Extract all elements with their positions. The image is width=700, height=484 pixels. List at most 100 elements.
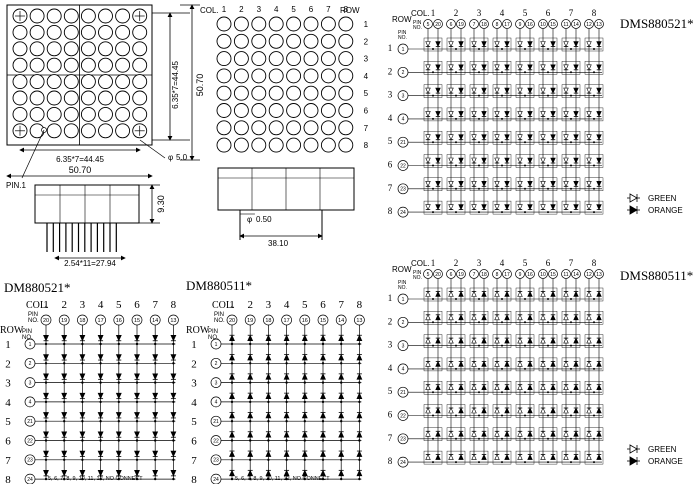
led-diode [494,204,500,211]
junction-dot [455,94,457,97]
led-diode [527,453,533,460]
led-diode [152,373,159,381]
led-diode [170,373,177,381]
cell-outline [469,37,489,52]
cell-outline [446,130,466,145]
col-number: 2 [239,5,244,14]
pin-number: 16 [302,318,308,324]
led-diode [517,430,523,437]
led-diode [596,41,602,48]
junction-dot [570,94,572,97]
junction-dot [117,439,121,442]
led-diode [425,337,431,344]
led-diode [320,373,326,380]
led-dot [12,41,28,57]
grid-dot [268,51,284,67]
led-diode [448,87,454,94]
pin-circle [423,269,433,279]
junction-dot [285,362,288,365]
cell-outline [561,200,581,215]
pin-circle [456,19,466,29]
cell-outline [584,177,604,192]
led-diode [448,41,454,48]
cell-outline [515,37,535,52]
led-dot [46,106,62,122]
grid-dot [286,137,302,153]
led-diode [527,314,533,321]
pin-number: 19 [247,318,253,324]
led-diode [43,392,49,400]
junction-dot [154,458,157,461]
led-dot [63,57,79,73]
pin-number: 22 [27,438,33,444]
junction-dot [285,400,288,404]
led-diode [79,373,86,381]
junction-dot [593,367,595,370]
col-number: 3 [80,299,86,311]
junction-dot [135,420,139,423]
led-dot [63,106,79,122]
led-diode [152,392,159,400]
led-dot [98,74,113,90]
grid-dot [216,16,232,32]
junction-dot [249,458,252,461]
row-number: 1 [5,339,11,351]
junction-dot [135,400,139,404]
pin-circle [502,269,512,279]
junction-dot [432,141,434,144]
junction-dot [81,381,84,384]
led-diode [43,450,49,458]
junction-dot [547,71,549,74]
cell-outline [561,404,581,418]
row-number: 5 [5,416,11,428]
junction-dot [249,420,252,423]
junction-dot [478,211,480,214]
no-label: NO. [208,335,219,341]
led-diode [435,181,441,188]
junction-dot [524,321,526,324]
junction-dot [524,94,526,97]
col-label: COL. [411,9,430,18]
cell-outline [515,381,535,395]
pin-number: 3 [29,380,32,386]
junction-dot [340,362,343,365]
junction-dot [501,344,503,347]
pin-number: 19 [458,22,464,28]
grid-dot [303,33,319,49]
led-diode [494,407,500,414]
grid-dot [320,51,336,67]
pin-number: 21 [400,140,406,146]
col-number: 1 [431,258,436,268]
grid-dot [251,137,267,153]
cell-outline [492,177,512,192]
led-diode [563,360,569,367]
led-diode [527,87,533,94]
led-diode [448,290,454,297]
title-dms880511: DMS880511* [620,268,693,283]
front-view-drawing [6,4,153,146]
led-diode [540,41,546,48]
led-diode [573,134,579,141]
bottom-side-view [217,167,355,240]
cell-outline [446,37,466,52]
led-diode [550,134,556,141]
led-diode [435,453,441,460]
led-diode [301,431,308,438]
col-number: 6 [546,258,551,268]
pin-circle [479,19,489,29]
led-diode [79,354,86,361]
cell-outline [584,200,604,215]
led-diode [504,383,510,390]
grid-dot [216,85,232,101]
led-diode [356,411,363,419]
grid-dot [216,120,232,136]
led-diode [586,111,592,118]
led-diode [586,383,592,390]
led-dot [29,74,45,90]
row-number: 4 [191,397,197,409]
row-number: 7 [364,124,369,133]
led-diode [586,157,592,164]
grid-dot [251,103,267,118]
pin-number: 20 [43,318,49,324]
